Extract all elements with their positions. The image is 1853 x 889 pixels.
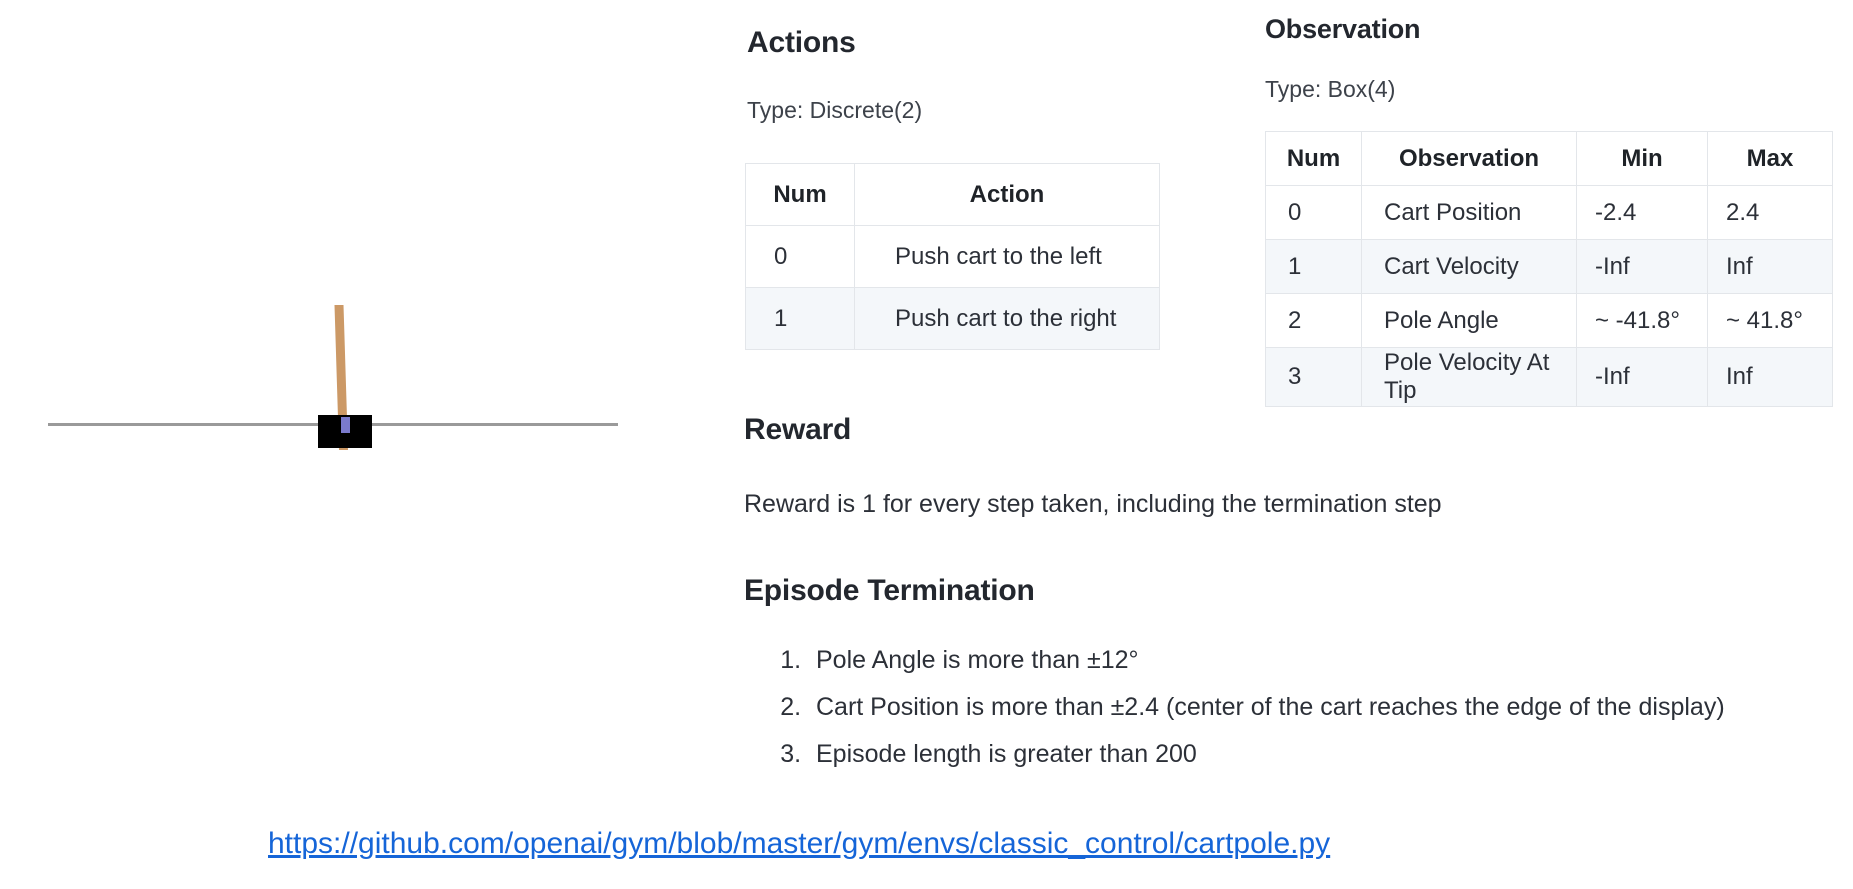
actions-header-num: Num	[745, 163, 855, 226]
observation-header-observation: Observation	[1361, 131, 1577, 186]
observation-cell-max: Inf	[1707, 239, 1833, 294]
actions-heading: Actions	[747, 26, 856, 59]
table-row: 3 Pole Velocity At Tip -Inf Inf	[1265, 347, 1833, 407]
pole	[334, 305, 348, 450]
observation-table: Num Observation Min Max 0 Cart Position …	[1265, 131, 1833, 407]
list-item: Cart Position is more than ±2.4 (center …	[808, 687, 1725, 734]
table-header-row: Num Action	[745, 163, 1160, 226]
observation-cell-observation: Pole Angle	[1361, 293, 1577, 348]
table-row: 1 Push cart to the right	[745, 287, 1160, 350]
list-item: Pole Angle is more than ±12°	[808, 640, 1725, 687]
actions-cell-action: Push cart to the left	[854, 225, 1160, 288]
episode-termination-list: Pole Angle is more than ±12° Cart Positi…	[744, 640, 1725, 781]
observation-cell-min: ~ -41.8°	[1576, 293, 1708, 348]
observation-cell-min: -2.4	[1576, 185, 1708, 240]
source-code-link[interactable]: https://github.com/openai/gym/blob/maste…	[268, 827, 1331, 860]
observation-cell-min: -Inf	[1576, 347, 1708, 407]
table-row: 2 Pole Angle ~ -41.8° ~ 41.8°	[1265, 293, 1833, 348]
actions-cell-num: 0	[745, 225, 855, 288]
list-item: Episode length is greater than 200	[808, 734, 1725, 781]
observation-header-max: Max	[1707, 131, 1833, 186]
episode-termination-heading: Episode Termination	[744, 574, 1035, 607]
actions-table: Num Action 0 Push cart to the left 1 Pus…	[745, 163, 1160, 350]
table-header-row: Num Observation Min Max	[1265, 131, 1833, 186]
observation-cell-min: -Inf	[1576, 239, 1708, 294]
reward-heading: Reward	[744, 413, 852, 446]
table-row: 0 Push cart to the left	[745, 225, 1160, 288]
actions-cell-num: 1	[745, 287, 855, 350]
observation-cell-max: 2.4	[1707, 185, 1833, 240]
table-row: 1 Cart Velocity -Inf Inf	[1265, 239, 1833, 294]
actions-header-action: Action	[854, 163, 1160, 226]
observation-header-num: Num	[1265, 131, 1362, 186]
actions-type-label: Type: Discrete(2)	[747, 97, 923, 123]
observation-cell-max: ~ 41.8°	[1707, 293, 1833, 348]
observation-cell-observation: Pole Velocity At Tip	[1361, 347, 1577, 407]
observation-cell-num: 0	[1265, 185, 1362, 240]
observation-cell-num: 1	[1265, 239, 1362, 294]
observation-cell-observation: Cart Position	[1361, 185, 1577, 240]
reward-description: Reward is 1 for every step taken, includ…	[744, 490, 1442, 518]
observation-heading: Observation	[1265, 14, 1421, 44]
actions-cell-action: Push cart to the right	[854, 287, 1160, 350]
axle-marker	[341, 417, 350, 433]
observation-type-label: Type: Box(4)	[1265, 76, 1396, 102]
observation-cell-num: 3	[1265, 347, 1362, 407]
table-row: 0 Cart Position -2.4 2.4	[1265, 185, 1833, 240]
observation-cell-max: Inf	[1707, 347, 1833, 407]
observation-cell-num: 2	[1265, 293, 1362, 348]
cartpole-figure	[0, 260, 700, 490]
observation-header-min: Min	[1576, 131, 1708, 186]
observation-cell-observation: Cart Velocity	[1361, 239, 1577, 294]
